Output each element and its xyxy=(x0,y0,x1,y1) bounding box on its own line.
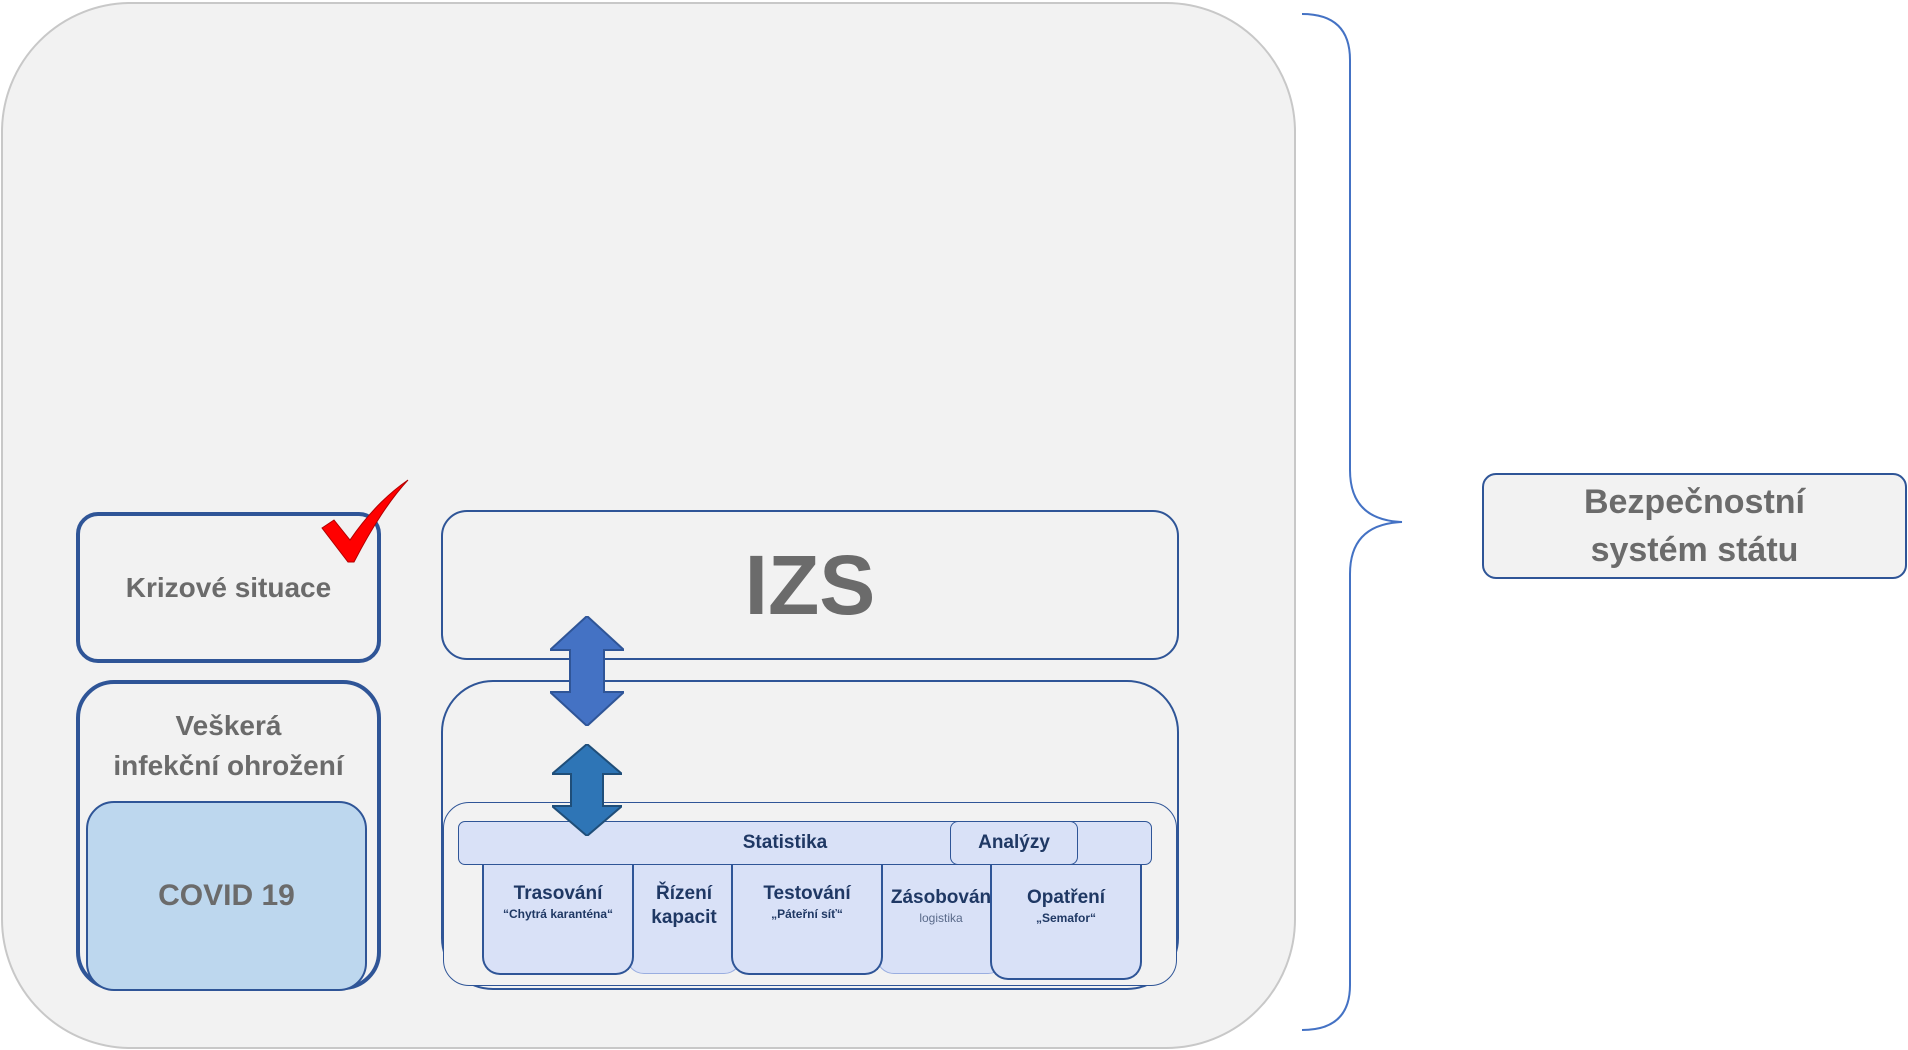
module-measures-subtitle: „Semafor“ xyxy=(1035,911,1097,925)
statistics-label: Statistika xyxy=(742,832,828,853)
module-measures-title: Opatření xyxy=(1026,887,1106,908)
module-capacity-management: Řízení kapacit xyxy=(626,858,742,974)
module-testing-title: Testování xyxy=(763,883,851,904)
module-tracing-title: Trasování xyxy=(513,883,603,904)
module-supply: Zásobován logistika xyxy=(876,858,1006,974)
module-capacity-line1: Řízení xyxy=(656,883,712,904)
security-line1: Bezpečnostní xyxy=(1583,483,1806,521)
covid-label: COVID 19 xyxy=(158,879,295,912)
module-supply-title: Zásobován xyxy=(890,887,992,908)
module-tracing: Trasování “Chytrá karanténa“ xyxy=(482,858,634,975)
analyses-label: Analýzy xyxy=(978,832,1050,853)
checkmark-icon xyxy=(321,479,409,563)
module-supply-subtitle: logistika xyxy=(919,911,963,925)
izs-label: IZS xyxy=(744,537,876,632)
covid-box: COVID 19 xyxy=(86,801,367,991)
state-security-system-box: Bezpečnostní systém státu xyxy=(1482,473,1907,579)
security-line2: systém státu xyxy=(1590,531,1799,569)
analyses-box: Analýzy xyxy=(950,821,1078,865)
infection-line2: infekční ohrožení xyxy=(113,750,344,781)
module-testing-subtitle: „Páteřní síť“ xyxy=(771,907,843,921)
double-arrow-icon xyxy=(550,616,624,726)
module-measures: Opatření „Semafor“ xyxy=(990,858,1142,980)
izs-box: IZS xyxy=(441,510,1179,660)
curly-brace-icon xyxy=(1301,13,1403,1031)
crisis-situations-label: Krizové situace xyxy=(125,571,332,603)
infection-line1: Veškerá xyxy=(175,710,282,741)
double-arrow-icon xyxy=(552,744,622,836)
module-testing: Testování „Páteřní síť“ xyxy=(731,858,883,975)
module-tracing-subtitle: “Chytrá karanténa“ xyxy=(502,907,614,921)
module-capacity-line2: kapacit xyxy=(651,907,717,928)
